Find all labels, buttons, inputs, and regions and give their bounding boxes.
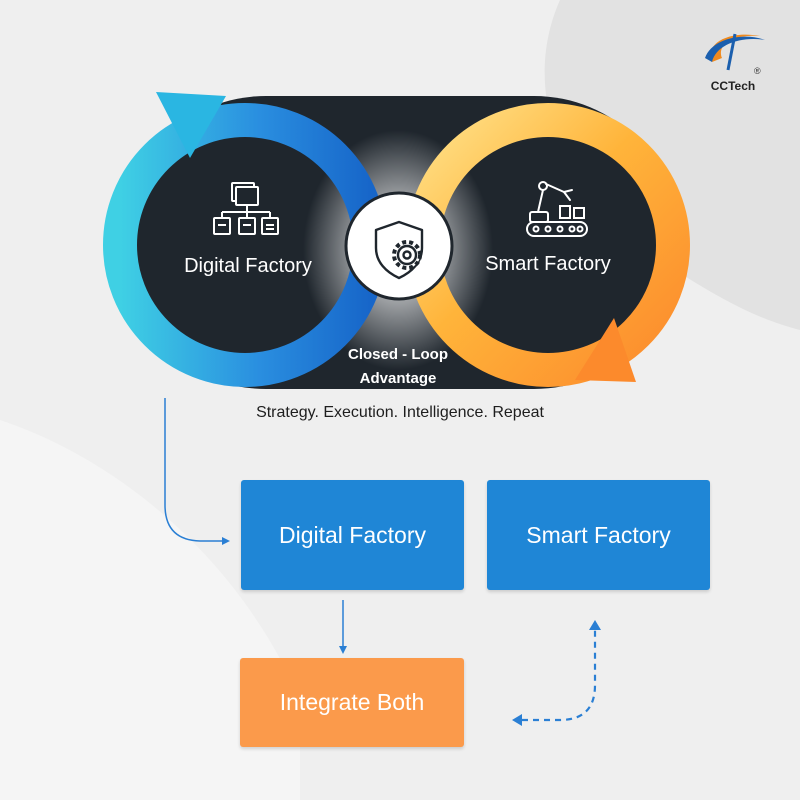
connector-arrowhead [222,537,230,545]
smart-factory-box: Smart Factory [487,480,710,590]
integrate-both-box: Integrate Both [240,658,464,747]
connector-arrowhead [512,714,522,726]
digital-factory-box-label: Digital Factory [279,521,426,548]
registered-mark: ® [754,66,761,76]
background-shape [0,420,300,800]
tagline: Strategy. Execution. Intelligence. Repea… [256,404,544,421]
closed-loop-label-line2: Advantage [359,370,437,387]
loop-label-smart-factory: Smart Factory [485,253,611,275]
closed-loop-label: Closed - Loop Advantage [318,343,478,391]
closed-loop-label-line1: Closed - Loop [348,346,448,363]
folder-hierarchy-icon [213,182,279,235]
connector-loop-to-digital [164,398,222,542]
connector-arrowhead [339,646,347,654]
integrate-both-box-label: Integrate Both [279,689,425,715]
shield-gear-icon [374,220,424,280]
blue-arrowhead [156,92,226,158]
robot-arm-conveyor-icon [526,181,588,237]
connector-arrowhead [589,620,601,630]
background-shape [544,0,800,330]
digital-factory-box: Digital Factory [241,480,464,590]
smart-factory-box-label: Smart Factory [526,521,671,548]
brand-name: CCTech [710,79,756,93]
loop-label-digital-factory: Digital Factory [184,255,312,277]
cctech-logo-icon [705,33,765,71]
connector-integrate-to-smart [522,630,597,722]
orange-arrowhead [575,318,636,382]
